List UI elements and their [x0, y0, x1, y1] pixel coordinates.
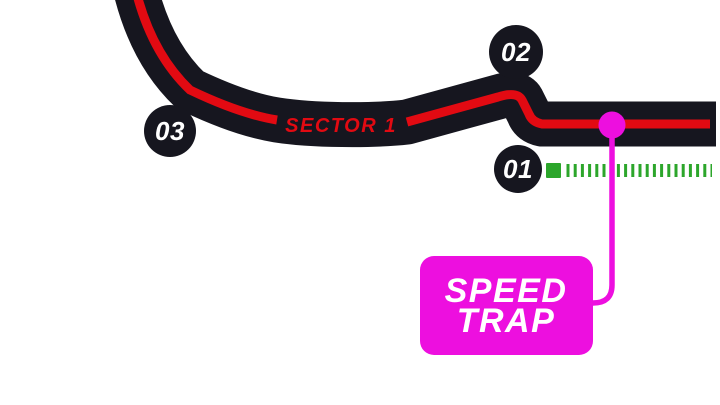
turn-badge-03: 03 — [144, 105, 196, 157]
turn-badge-number: 03 — [155, 116, 185, 146]
turn-badge-number: 01 — [503, 154, 533, 184]
drs-zone-start-marker — [546, 163, 561, 178]
racing-line-segment-1 — [133, 0, 278, 125]
speed-trap-box — [420, 256, 593, 355]
speed-trap-callout: SPEED TRAP — [420, 256, 593, 355]
turn-badge-circle — [494, 145, 542, 193]
turn-badge-circle — [489, 25, 543, 79]
speed-trap-dot — [598, 111, 626, 139]
speed-trap-connector — [592, 130, 615, 306]
speed-trap-label-line1: SPEED — [445, 272, 568, 310]
turn-badge-number: 02 — [501, 37, 531, 67]
racing-line-segment-2 — [405, 90, 710, 129]
speed-trap-label-line2: TRAP — [457, 302, 556, 340]
sector-1-label: SECTOR 1 — [285, 115, 397, 137]
turn-badge-circle — [144, 105, 196, 157]
turn-badge-01: 01 — [494, 145, 542, 193]
turn-badge-02: 02 — [489, 25, 543, 79]
